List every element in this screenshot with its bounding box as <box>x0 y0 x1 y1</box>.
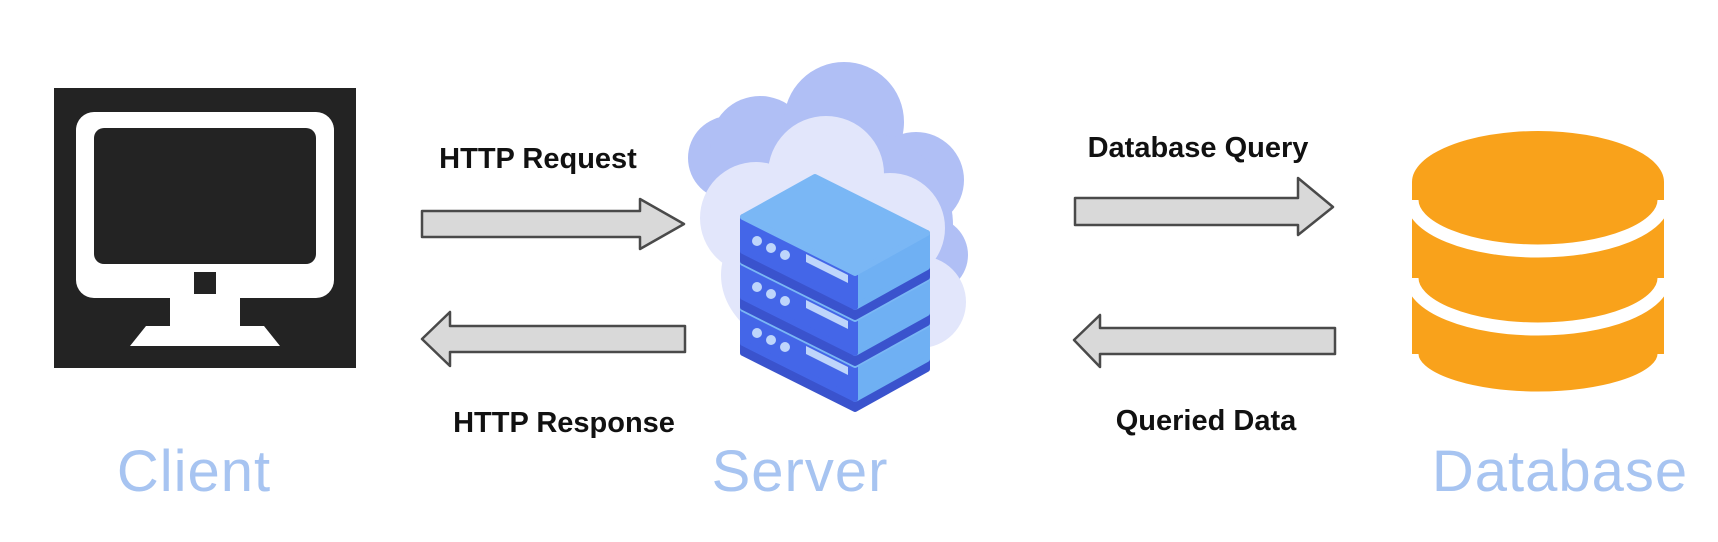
monitor-screen <box>94 128 316 264</box>
arrow-left-shape <box>1072 313 1337 369</box>
drive-slot <box>806 254 848 283</box>
database-label: Database <box>1431 439 1689 504</box>
led-dot <box>766 335 776 345</box>
http-response-arrow <box>420 310 687 368</box>
desktop-monitor-icon <box>54 88 356 368</box>
cloud-servers-icon <box>688 62 968 412</box>
arrow-right-shape <box>1073 176 1335 237</box>
database-query-arrow <box>1073 176 1335 237</box>
database-disk-gap <box>1405 277 1671 336</box>
led-dot <box>780 296 790 306</box>
drive-slot <box>806 346 848 375</box>
led-dot <box>752 236 762 246</box>
monitor-stand-base <box>130 326 280 346</box>
database-cylinder-body <box>1412 131 1664 404</box>
monitor-stand-neck <box>170 298 240 326</box>
led-dot <box>766 289 776 299</box>
drive-slot <box>806 300 848 329</box>
arrow-left-shape <box>420 310 687 368</box>
led-dot <box>780 250 790 260</box>
database-cylinder-icon <box>1405 131 1671 405</box>
queried-data-label: Queried Data <box>1115 405 1297 437</box>
led-dot <box>752 328 762 338</box>
led-dot <box>752 282 762 292</box>
led-dot <box>780 342 790 352</box>
http-response-label: HTTP Response <box>453 407 675 439</box>
http-request-arrow <box>420 197 686 251</box>
queried-data-arrow <box>1072 313 1337 369</box>
arrow-right-shape <box>420 197 686 251</box>
http-request-label: HTTP Request <box>439 143 637 175</box>
database-disk-gap <box>1405 353 1671 405</box>
server-label: Server <box>711 439 889 504</box>
database-query-label: Database Query <box>1087 132 1309 164</box>
database-disk-gap <box>1405 199 1671 258</box>
led-dot <box>766 243 776 253</box>
server-unit <box>740 174 930 320</box>
monitor-button <box>194 272 216 294</box>
client-label: Client <box>116 439 272 504</box>
